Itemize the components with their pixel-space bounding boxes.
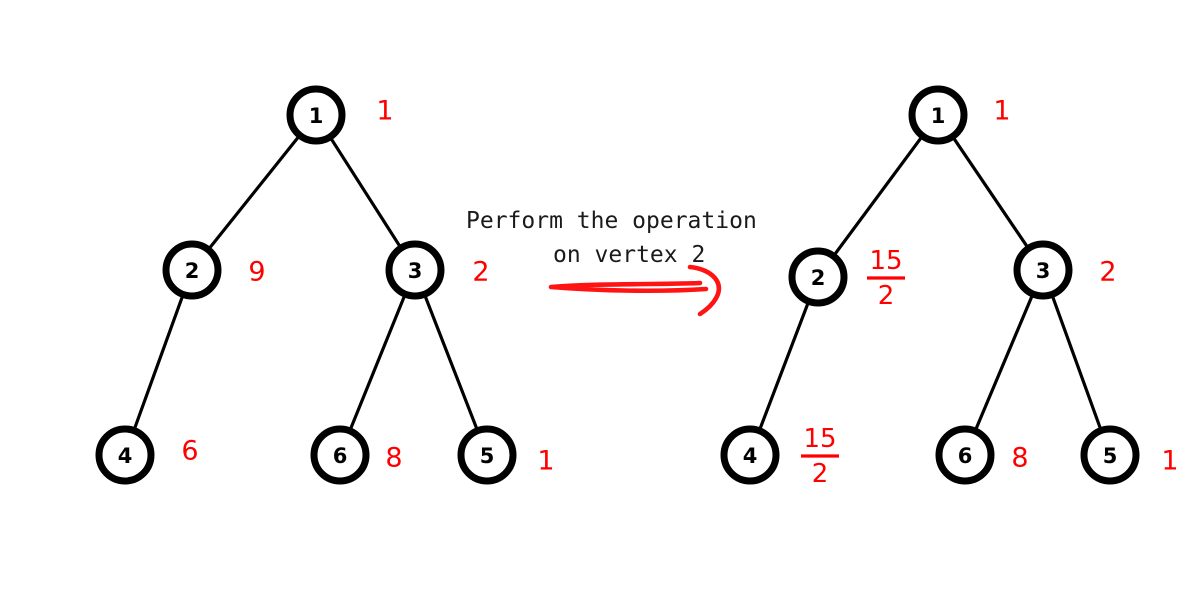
tree-edge-after-1-3 <box>950 134 1031 251</box>
transformation-arrow-icon <box>548 264 722 317</box>
node-value-denominator-after-2: 2 <box>878 281 895 311</box>
tree-edge-before-3-5 <box>422 291 480 434</box>
node-value-denominator-after-4: 2 <box>812 459 829 489</box>
tree-node-label-before-6: 6 <box>333 444 348 468</box>
node-value-after-1: 1 <box>993 96 1010 127</box>
tree-node-label-after-3: 3 <box>1036 259 1051 283</box>
right-tree-edges <box>757 133 1104 434</box>
tree-node-label-after-4: 4 <box>743 444 758 468</box>
caption-line-1: Perform the operation <box>466 208 757 234</box>
left-tree-edges <box>131 132 480 434</box>
tree-edge-before-1-3 <box>327 134 404 251</box>
node-value-after-3: 2 <box>1099 257 1116 288</box>
tree-node-label-after-2: 2 <box>811 266 826 290</box>
tree-node-after-1[interactable] <box>908 85 968 145</box>
node-value-after-6: 8 <box>1011 443 1028 474</box>
tree-edge-after-1-2 <box>831 133 925 259</box>
tree-node-before-6[interactable] <box>310 425 370 485</box>
tree-node-label-before-2: 2 <box>185 259 200 283</box>
left-tree-nodes: 1 2 3 4 6 5 <box>95 85 517 485</box>
tree-node-before-2[interactable] <box>162 240 222 300</box>
tree-node-label-before-4: 4 <box>118 444 133 468</box>
node-value-before-3: 2 <box>472 257 489 288</box>
node-value-numerator-after-2: 15 <box>869 246 902 276</box>
node-value-before-6: 8 <box>385 443 402 474</box>
tree-edge-after-2-4 <box>757 298 811 434</box>
tree-node-before-4[interactable] <box>95 425 155 485</box>
tree-node-before-3[interactable] <box>385 240 445 300</box>
tree-node-after-6[interactable] <box>935 425 995 485</box>
left-tree-values: 1 9 2 6 8 1 <box>181 96 554 477</box>
caption-line-2: on vertex 2 <box>553 242 705 268</box>
tree-edge-before-3-6 <box>347 291 408 434</box>
node-value-before-1: 1 <box>376 96 393 127</box>
tree-edge-after-3-5 <box>1049 291 1104 434</box>
tree-node-label-after-6: 6 <box>958 444 973 468</box>
node-value-numerator-after-4: 15 <box>803 424 836 454</box>
tree-edge-before-1-2 <box>206 132 302 253</box>
tree-node-label-after-5: 5 <box>1103 444 1118 468</box>
tree-node-label-before-1: 1 <box>309 104 324 128</box>
tree-node-after-4[interactable] <box>720 425 780 485</box>
tree-node-after-3[interactable] <box>1013 240 1073 300</box>
tree-node-before-5[interactable] <box>457 425 517 485</box>
tree-node-before-1[interactable] <box>286 85 346 145</box>
node-value-before-2: 9 <box>248 257 265 288</box>
tree-edge-before-2-4 <box>131 291 186 434</box>
tree-node-after-5[interactable] <box>1080 425 1140 485</box>
right-tree-nodes: 1 2 3 4 6 5 <box>720 85 1140 485</box>
tree-node-label-before-5: 5 <box>480 444 495 468</box>
node-value-after-5: 1 <box>1161 446 1178 477</box>
tree-node-label-before-3: 3 <box>408 259 423 283</box>
tree-node-after-2[interactable] <box>788 247 848 307</box>
tree-edge-after-3-6 <box>973 291 1035 434</box>
node-value-before-4: 6 <box>181 436 198 467</box>
tree-node-label-after-1: 1 <box>931 104 946 128</box>
node-value-before-5: 1 <box>537 446 554 477</box>
